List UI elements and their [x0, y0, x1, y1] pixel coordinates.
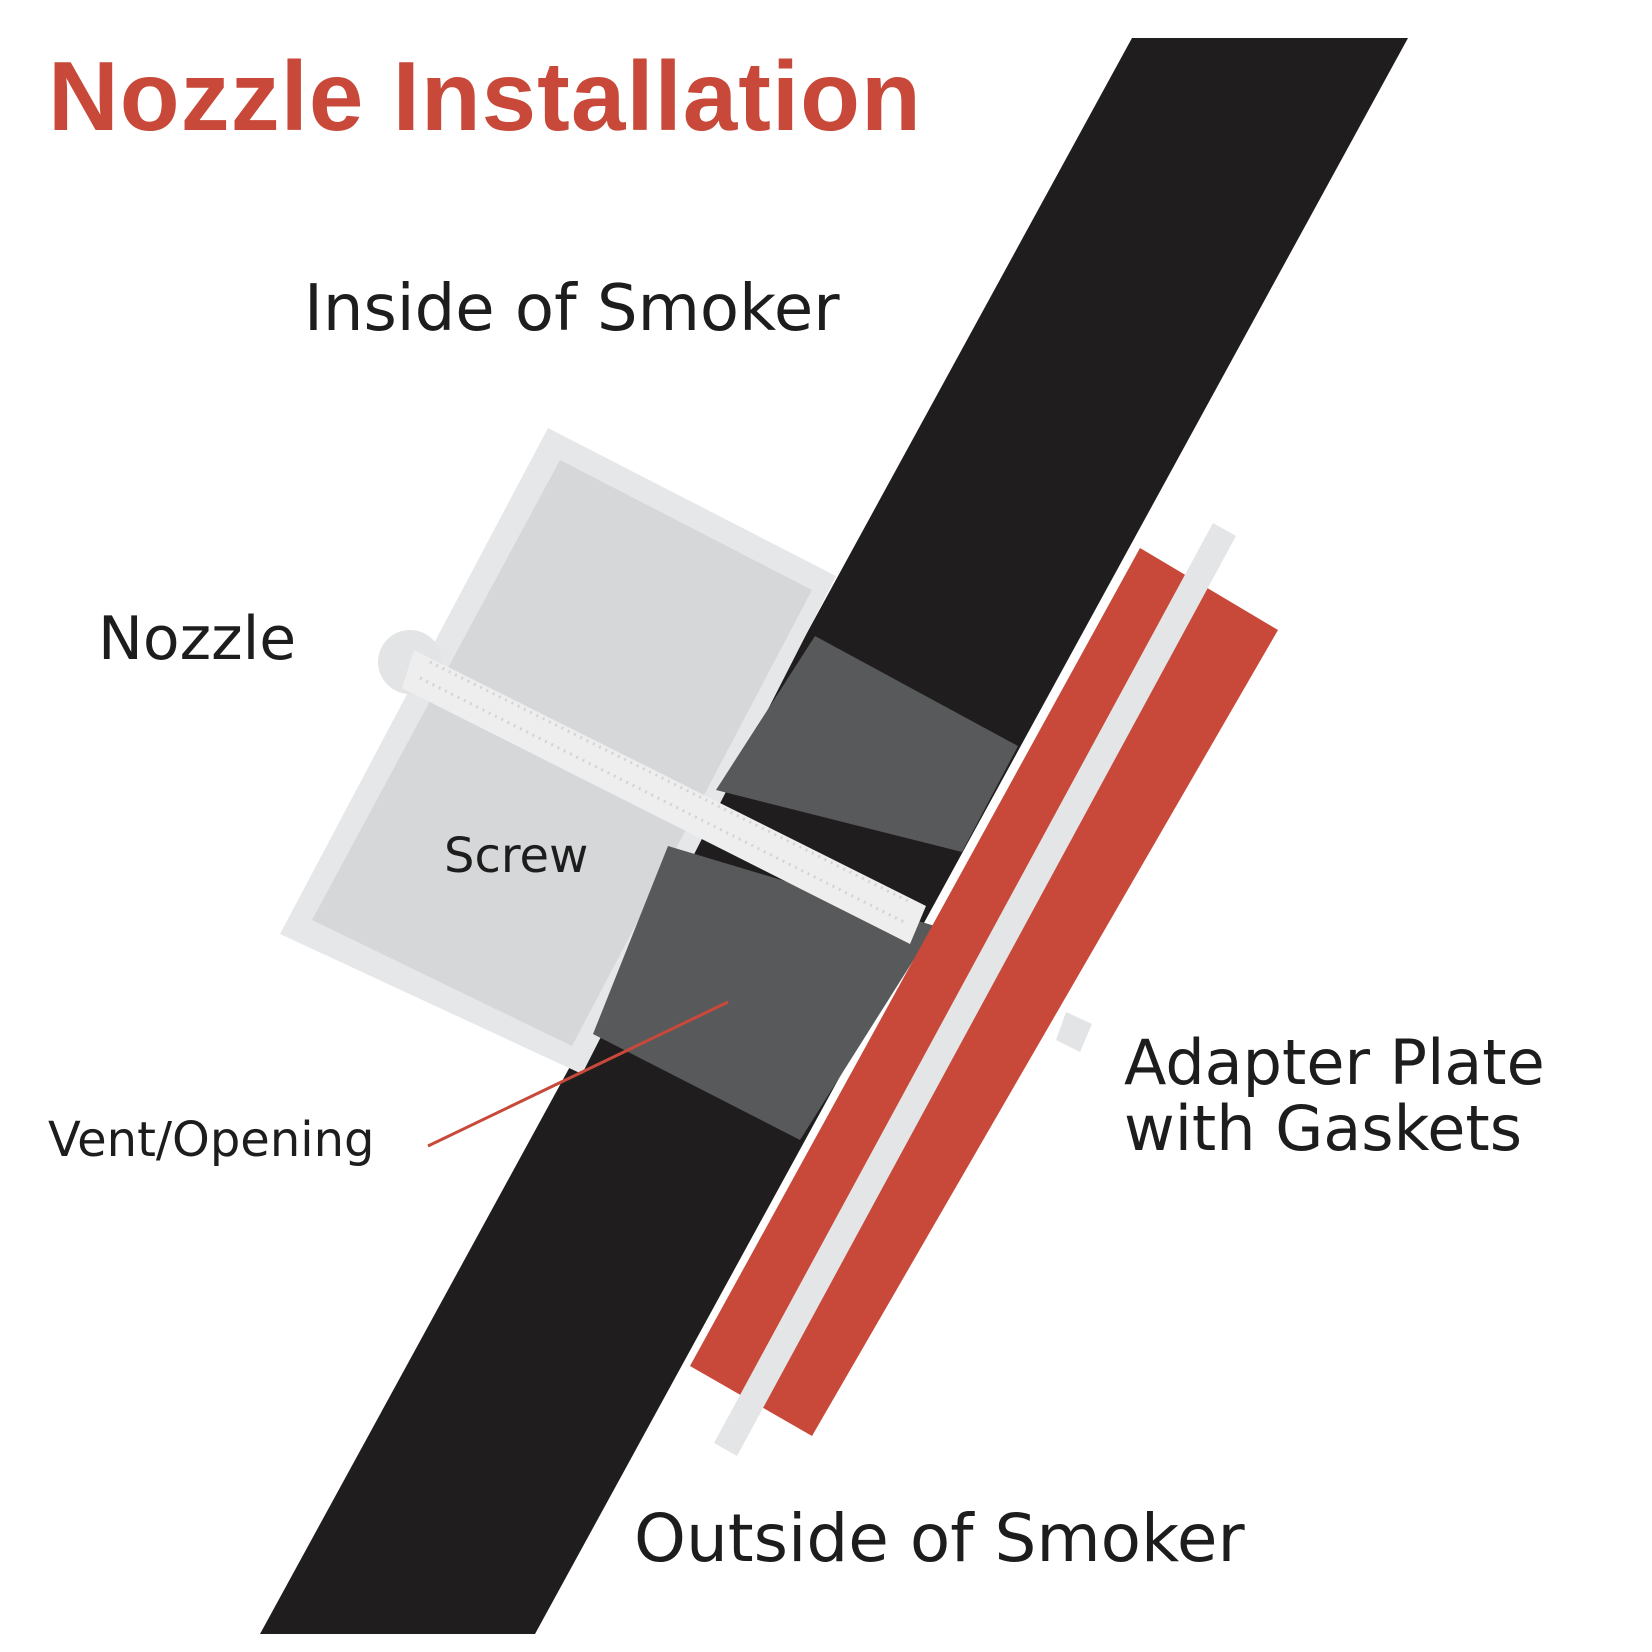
- vent-opening: [593, 636, 1018, 1140]
- screw-label: Screw: [444, 828, 589, 884]
- screw: [378, 630, 1092, 1052]
- adapter-plate: [690, 523, 1278, 1456]
- smoker-wall: [260, 38, 1408, 1634]
- adapter-plate-label-line1: Adapter Plate: [1124, 1026, 1545, 1099]
- diagram-title: Nozzle Installation: [48, 41, 922, 151]
- vent-opening-label: Vent/Opening: [48, 1112, 375, 1168]
- vent-leader-line: [427, 1000, 729, 1148]
- adapter-plate-label: Adapter Plate with Gaskets: [1124, 1030, 1545, 1162]
- adapter-plate-label-line2: with Gaskets: [1124, 1092, 1523, 1165]
- inside-of-smoker-label: Inside of Smoker: [304, 272, 840, 346]
- nozzle-label: Nozzle: [98, 604, 297, 674]
- outside-of-smoker-label: Outside of Smoker: [634, 1500, 1245, 1577]
